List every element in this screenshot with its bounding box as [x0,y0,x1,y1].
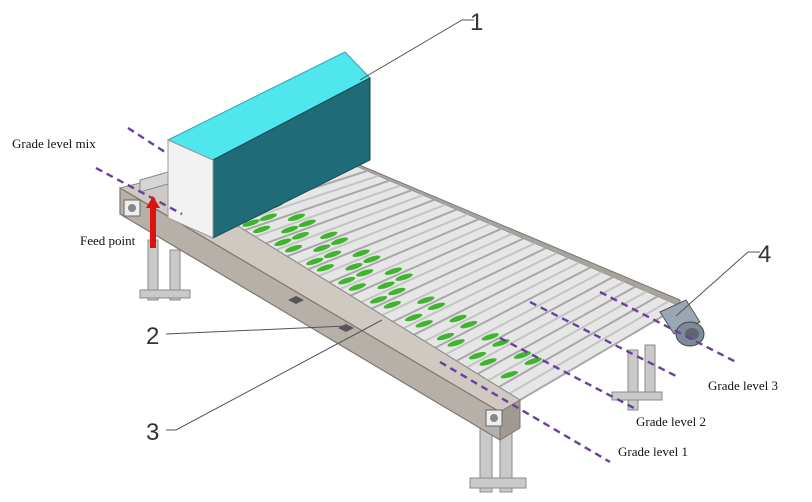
bearing-icon [490,414,498,422]
leader-1 [360,20,474,80]
callout-4: 4 [758,241,771,268]
label-grade-mix: Grade level mix [12,136,96,151]
grade-line-mix-a [128,128,168,154]
label-feed-point: Feed point [80,233,136,248]
bearing-icon [128,204,136,212]
callout-1: 1 [470,9,483,36]
callout-3: 3 [146,419,159,446]
callout-2: 2 [146,323,159,350]
label-grade-1: Grade level 1 [618,444,688,459]
label-grade-2: Grade level 2 [636,414,706,429]
label-grade-3: Grade level 3 [708,378,778,393]
